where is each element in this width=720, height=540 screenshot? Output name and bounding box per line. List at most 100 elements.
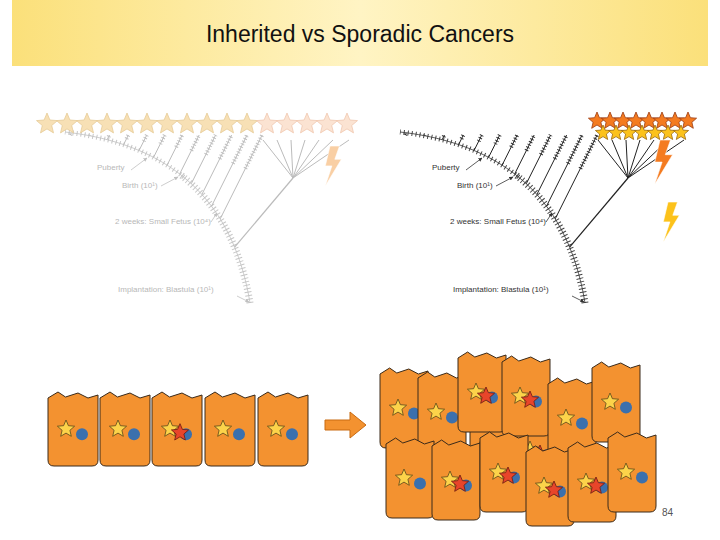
tree-branch [555, 135, 567, 159]
tree-branch [515, 135, 534, 174]
cell-body [526, 446, 574, 526]
star-symbol [197, 113, 218, 133]
star-symbol [57, 113, 78, 133]
star-symbol [621, 125, 636, 140]
tree-trunk [65, 132, 250, 303]
tree-branch [89, 135, 90, 137]
cell-group [380, 352, 656, 526]
tree-branch [570, 178, 628, 247]
tree-trunk [400, 132, 519, 177]
tree-branch [212, 135, 248, 206]
tree-branch [461, 135, 463, 139]
star-symbol [297, 113, 318, 133]
slide-title: Inherited vs Sporadic Cancers [12, 22, 708, 47]
tree-branch [495, 135, 499, 144]
tree-branch [176, 135, 182, 147]
cell-body [205, 392, 255, 466]
tree-branch [202, 135, 232, 194]
somatic-mutation [451, 475, 468, 491]
cell-nucleus [636, 472, 648, 484]
tree-branch [126, 135, 128, 139]
star-symbol [97, 113, 118, 133]
stage-label: Birth (10¹) [457, 182, 493, 191]
somatic-mutation [521, 391, 538, 407]
inherited-mutation [214, 420, 231, 436]
tree-branch [88, 133, 92, 137]
tree-trunk [400, 132, 585, 303]
leader-arrow [211, 213, 217, 222]
tree-branch [547, 135, 583, 206]
cell-body [258, 392, 308, 466]
star-row [37, 113, 358, 133]
tree-branch [70, 133, 71, 135]
star-symbol [77, 113, 98, 133]
cell-nucleus [233, 428, 245, 440]
tree-branch [442, 135, 444, 140]
tree-branch [107, 135, 109, 140]
tree-branch [293, 140, 319, 178]
cell-nucleus [286, 428, 298, 440]
star-symbol [337, 113, 358, 133]
tree-branch [291, 140, 293, 178]
growth-arrow [325, 412, 366, 438]
page-number: 84 [662, 507, 673, 518]
stage-label: Puberty [97, 164, 125, 173]
cell-group [48, 392, 308, 466]
cell-nucleus [446, 412, 458, 424]
tree-branch [139, 135, 147, 150]
cell [48, 392, 98, 466]
cell-nucleus [414, 478, 426, 490]
star-symbol [317, 113, 338, 133]
cell-body [458, 352, 506, 432]
cell-body [48, 392, 98, 466]
cell-body [152, 392, 202, 466]
star-symbol [137, 113, 158, 133]
star-symbol [634, 125, 649, 140]
star-symbol [237, 113, 258, 133]
inherited-mutation [389, 399, 406, 415]
somatic-mutation [499, 467, 516, 483]
stage-label: 2 weeks: Small Fetus (10⁴) [450, 218, 546, 227]
tree-branch [206, 135, 216, 155]
cell [152, 392, 202, 466]
stage-label: Puberty [432, 164, 460, 173]
leader-arrow [161, 177, 178, 186]
tree-branch [68, 132, 72, 137]
cell-body [608, 432, 656, 512]
tree-branch [580, 135, 597, 169]
star-symbol [673, 125, 688, 140]
star-symbol [647, 125, 662, 140]
stage-label: 2 weeks: Small Fetus (10⁴) [115, 218, 211, 227]
tree-branch [124, 135, 129, 145]
tree-branch [424, 135, 425, 137]
tree-branch [541, 135, 551, 155]
inherited-mutation [267, 420, 284, 436]
tree-branch [235, 178, 293, 247]
cell-nucleus [128, 428, 140, 440]
tree-branch [160, 135, 164, 144]
tree-branch [245, 135, 262, 169]
cell-nucleus [76, 428, 88, 440]
tree-branch [526, 135, 550, 184]
tree-branch [154, 135, 165, 157]
leader-arrow [237, 296, 249, 302]
cell-nucleus [576, 418, 588, 430]
lightning-bolt [655, 140, 673, 184]
leader-arrow [131, 158, 147, 170]
star-symbol [277, 113, 298, 133]
somatic-mutation [477, 387, 494, 403]
tree-branch [442, 135, 447, 137]
tree-branch [263, 140, 293, 178]
tree-branch [220, 135, 232, 159]
tree-branch [233, 135, 247, 163]
lineage-tree [400, 132, 684, 303]
lineage-tree [65, 132, 349, 303]
cell [592, 362, 640, 442]
lightning-bolt [325, 146, 341, 186]
leader-arrow [496, 177, 513, 186]
cell-body [386, 438, 434, 518]
lightning-bolt [663, 202, 679, 242]
inherited-mutation [601, 393, 618, 409]
